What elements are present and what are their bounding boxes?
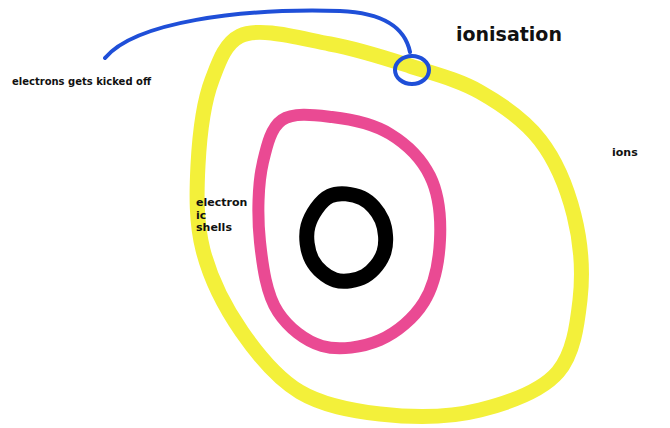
ionisation-marker — [395, 56, 429, 84]
nucleus — [307, 194, 386, 281]
inner-shell — [258, 115, 440, 348]
ions-label: ions — [612, 147, 638, 160]
shell-label: electron ic shells — [196, 197, 246, 235]
electron-note: electrons gets kicked off — [12, 76, 151, 88]
outer-shell — [197, 32, 581, 416]
atom-rings — [197, 32, 581, 416]
ionisation-label: ionisation — [456, 24, 562, 46]
electron-path — [105, 11, 410, 58]
